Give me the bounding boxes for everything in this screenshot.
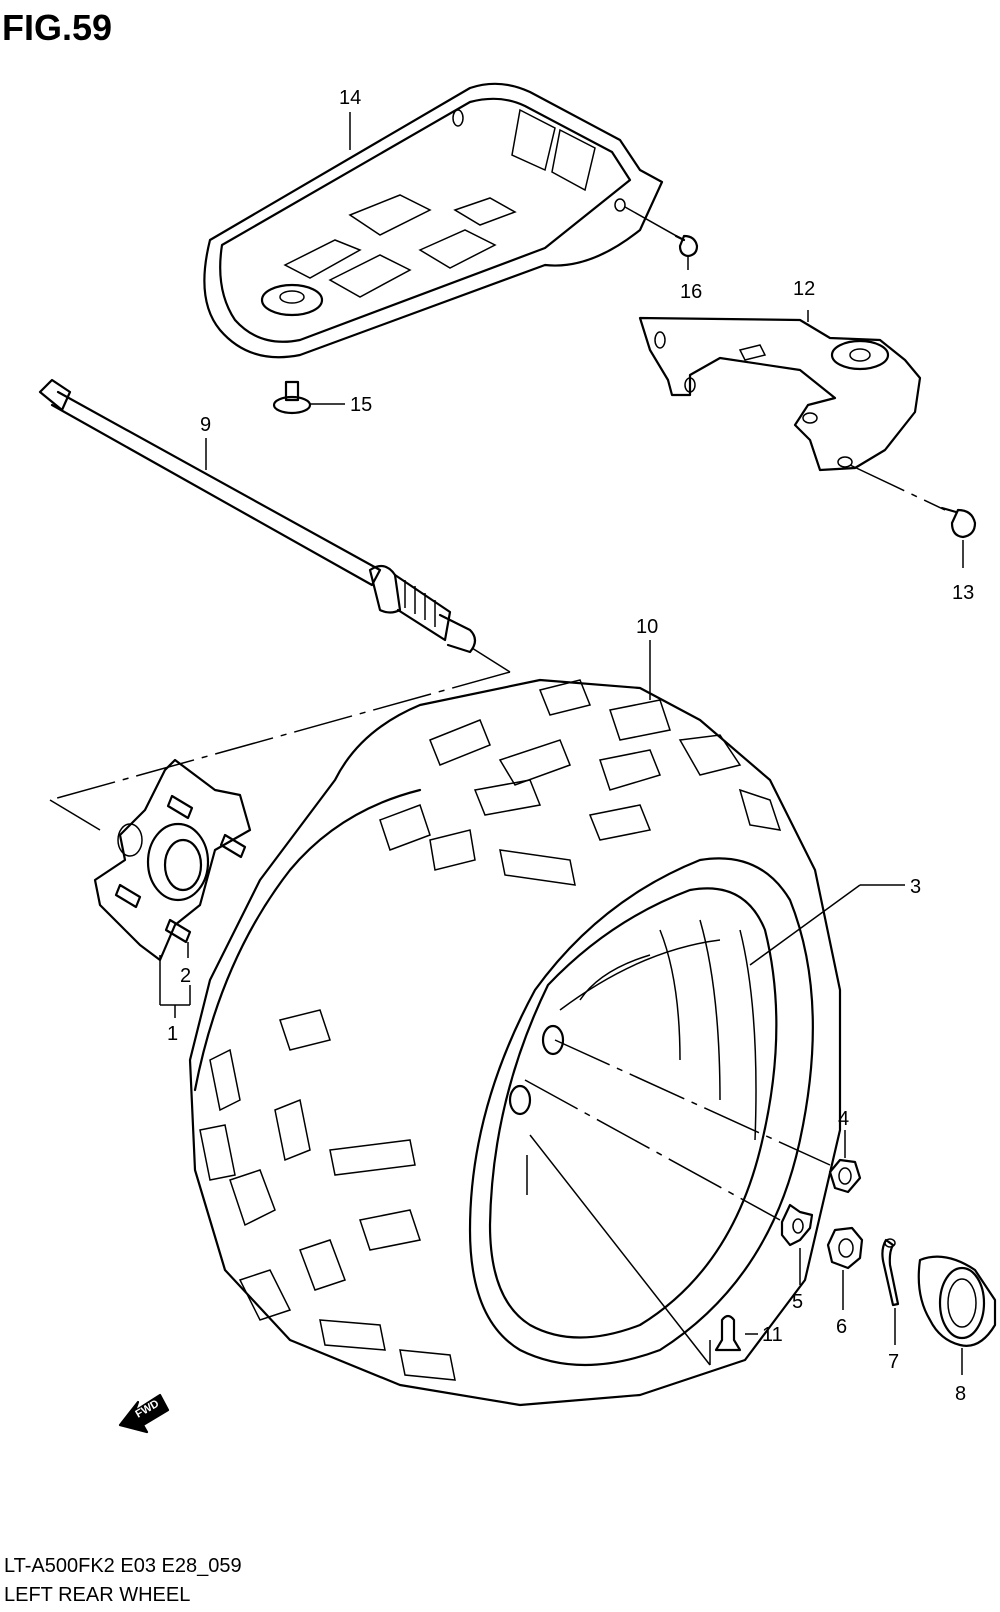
part-bolt-13 [849,464,977,568]
part-hub [93,758,252,1018]
callout-12: 12 [793,278,815,300]
callout-6: 6 [836,1316,847,1338]
callout-7: 7 [888,1351,899,1373]
part-washer-5 [780,1203,814,1285]
callout-11: 11 [762,1324,783,1346]
callout-16: 16 [680,281,702,303]
diagram-code: LT-A500FK2 E03 E28_059 [4,1555,242,1577]
part-bolt-16 [624,206,699,270]
callout-14: 14 [339,87,361,109]
part-bolt-15 [272,380,345,415]
part-nut-4 [828,1130,862,1194]
callout-10: 10 [636,616,658,638]
part-axle-shaft [38,378,511,831]
part-cotter-pin-7 [881,1238,900,1345]
part-valve-11 [714,1314,758,1352]
callout-15: 15 [350,394,372,416]
callout-5: 5 [792,1291,803,1313]
part-tire [188,640,842,1407]
part-bracket [638,310,922,472]
callout-9: 9 [200,414,211,436]
part-castle-nut-6 [826,1226,864,1310]
part-skid-plate [203,82,664,359]
part-hub-cap-8 [917,1255,997,1375]
fwd-direction-marker: FWD [118,1393,170,1434]
callout-3: 3 [910,876,921,898]
callout-4: 4 [838,1108,849,1130]
callout-1: 1 [167,1023,178,1045]
diagram-caption: LEFT REAR WHEEL [4,1584,190,1606]
callout-13: 13 [952,582,974,604]
callout-2: 2 [180,965,191,987]
figure-title: FIG.59 [2,7,112,48]
callout-8: 8 [955,1383,966,1405]
